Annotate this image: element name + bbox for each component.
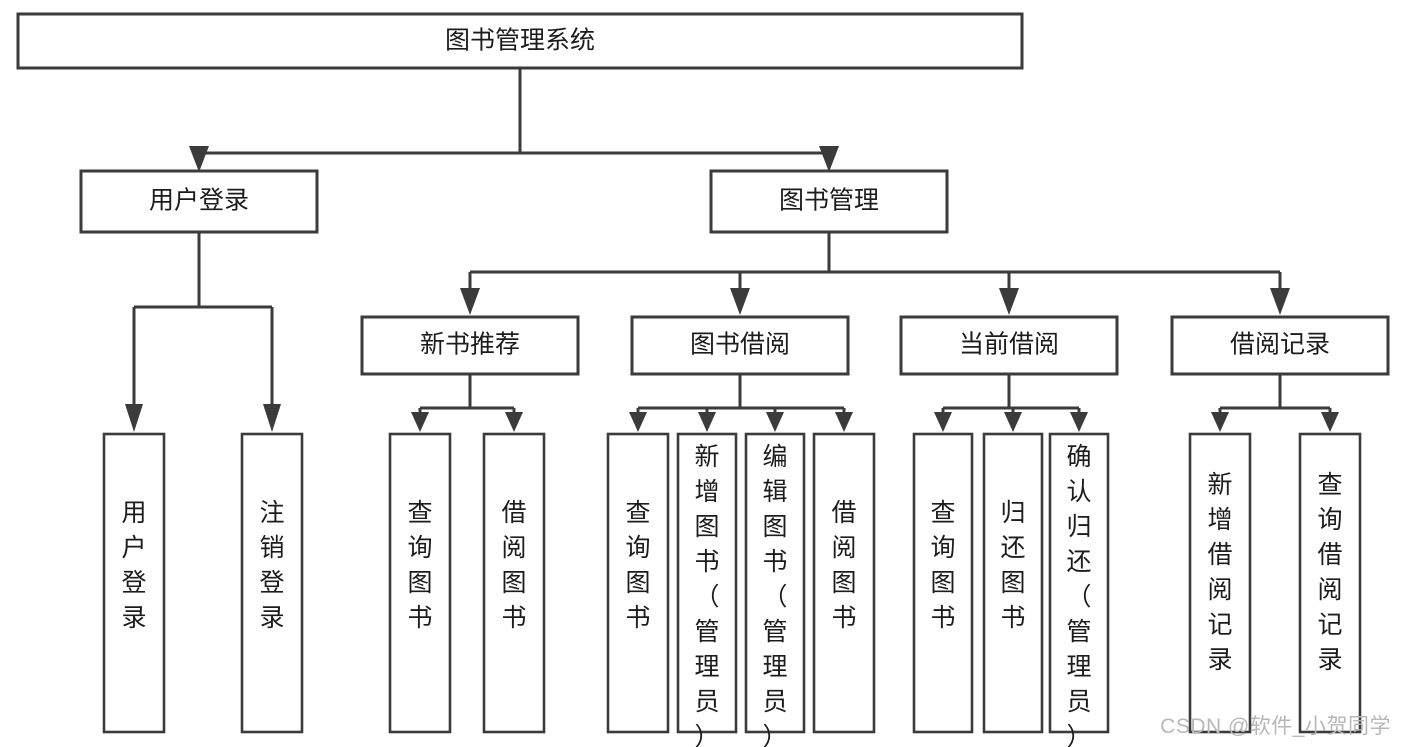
node-leaf-query-book-1-label: 查询图书 xyxy=(407,499,432,632)
node-borrow-record[interactable]: 借阅记录 xyxy=(1170,315,1390,376)
node-new-book-recommend[interactable]: 新书推荐 xyxy=(360,315,580,376)
arrow-head-leaf-borrow-book-2 xyxy=(835,412,853,432)
arrow-head-leaf-borrow-book-1 xyxy=(505,412,523,432)
arrow-head-leaf-add-book xyxy=(698,412,716,432)
node-leaf-query-book-3[interactable]: 查询图书 xyxy=(912,432,974,734)
node-leaf-query-record-box[interactable] xyxy=(1298,432,1362,734)
node-leaf-query-book-1-box[interactable] xyxy=(388,432,452,734)
arrow-head-current-borrow xyxy=(999,288,1019,315)
node-leaf-add-record-label: 新增借阅记录 xyxy=(1207,471,1232,674)
node-leaf-borrow-book-1[interactable]: 借阅图书 xyxy=(482,432,546,734)
node-current-borrow[interactable]: 当前借阅 xyxy=(899,315,1119,376)
node-leaf-user-logout-box[interactable] xyxy=(240,432,304,734)
node-root-label: 图书管理系统 xyxy=(445,27,595,55)
arrow-head-leaf-user-logout xyxy=(263,404,281,432)
node-book-borrow-label: 图书借阅 xyxy=(690,331,790,359)
connector-layer xyxy=(125,68,1339,432)
arrow-head-leaf-user-login xyxy=(125,404,143,432)
node-new-book-recommend-box[interactable] xyxy=(360,315,580,376)
arrow-head-book-manage xyxy=(819,146,839,172)
node-leaf-user-login-box[interactable] xyxy=(102,432,166,734)
node-leaf-query-book-2-label: 查询图书 xyxy=(625,499,650,632)
node-leaf-borrow-book-2-box[interactable] xyxy=(812,432,876,734)
arrow-head-new-book-recommend xyxy=(460,288,480,315)
node-leaf-confirm-return[interactable]: 确认归还（管理员） xyxy=(1048,432,1110,747)
arrow-head-leaf-query-record xyxy=(1321,412,1339,432)
node-leaf-edit-book-label: 编辑图书（管理员） xyxy=(762,443,787,747)
node-leaf-user-logout[interactable]: 注销登录 xyxy=(240,432,304,734)
arrow-head-leaf-add-record xyxy=(1211,412,1229,432)
node-user-login-label: 用户登录 xyxy=(149,187,249,215)
arrow-head-borrow-record xyxy=(1270,288,1290,315)
arrow-head-book-borrow xyxy=(730,288,750,315)
node-user-login-box[interactable] xyxy=(79,169,319,234)
arrow-head-leaf-confirm-return xyxy=(1070,412,1088,432)
arrow-head-leaf-edit-book xyxy=(766,412,784,432)
node-leaf-user-login[interactable]: 用户登录 xyxy=(102,432,166,734)
node-leaf-borrow-book-1-box[interactable] xyxy=(482,432,546,734)
node-leaf-add-record-box[interactable] xyxy=(1188,432,1252,734)
node-leaf-user-logout-label: 注销登录 xyxy=(259,499,284,632)
node-leaf-borrow-book-2[interactable]: 借阅图书 xyxy=(812,432,876,734)
node-leaf-return-book[interactable]: 归还图书 xyxy=(982,432,1044,734)
node-new-book-recommend-label: 新书推荐 xyxy=(420,331,520,359)
node-leaf-query-book-1[interactable]: 查询图书 xyxy=(388,432,452,734)
node-root[interactable]: 图书管理系统 xyxy=(16,12,1024,70)
node-leaf-edit-book[interactable]: 编辑图书（管理员） xyxy=(744,432,806,747)
node-borrow-record-label: 借阅记录 xyxy=(1230,331,1330,359)
node-book-manage-box[interactable] xyxy=(709,169,949,234)
node-leaf-add-record[interactable]: 新增借阅记录 xyxy=(1188,432,1252,734)
node-leaf-add-book[interactable]: 新增图书（管理员） xyxy=(676,432,738,747)
node-current-borrow-box[interactable] xyxy=(899,315,1119,376)
node-borrow-record-box[interactable] xyxy=(1170,315,1390,376)
node-leaf-borrow-book-1-label: 借阅图书 xyxy=(501,499,526,632)
node-user-login[interactable]: 用户登录 xyxy=(79,169,319,234)
arrow-head-leaf-query-book-1 xyxy=(411,412,429,432)
node-leaf-query-book-3-label: 查询图书 xyxy=(930,499,955,632)
node-leaf-confirm-return-box[interactable] xyxy=(1048,432,1110,734)
node-leaf-return-book-box[interactable] xyxy=(982,432,1044,734)
node-current-borrow-label: 当前借阅 xyxy=(959,331,1059,359)
node-book-manage[interactable]: 图书管理 xyxy=(709,169,949,234)
node-leaf-query-record-label: 查询借阅记录 xyxy=(1317,471,1342,674)
node-leaf-user-login-label: 用户登录 xyxy=(121,499,146,632)
arrow-head-leaf-return-book xyxy=(1004,412,1022,432)
arrow-head-leaf-query-book-3 xyxy=(934,412,952,432)
node-root-box[interactable] xyxy=(16,12,1024,70)
node-leaf-query-book-2-box[interactable] xyxy=(606,432,670,734)
node-leaf-return-book-label: 归还图书 xyxy=(1000,499,1025,632)
node-leaf-borrow-book-2-label: 借阅图书 xyxy=(831,499,856,632)
node-leaf-query-book-2[interactable]: 查询图书 xyxy=(606,432,670,734)
arrow-head-leaf-query-book-2 xyxy=(629,412,647,432)
node-book-borrow[interactable]: 图书借阅 xyxy=(630,315,850,376)
node-book-manage-label: 图书管理 xyxy=(779,187,879,215)
arrow-head-user-login xyxy=(189,146,209,172)
node-leaf-add-book-box[interactable] xyxy=(676,432,738,734)
node-leaf-confirm-return-label: 确认归还（管理员） xyxy=(1066,443,1091,747)
node-leaf-edit-book-box[interactable] xyxy=(744,432,806,734)
node-leaf-add-book-label: 新增图书（管理员） xyxy=(694,443,719,747)
node-book-borrow-box[interactable] xyxy=(630,315,850,376)
node-leaf-query-book-3-box[interactable] xyxy=(912,432,974,734)
node-leaf-query-record[interactable]: 查询借阅记录 xyxy=(1298,432,1362,734)
